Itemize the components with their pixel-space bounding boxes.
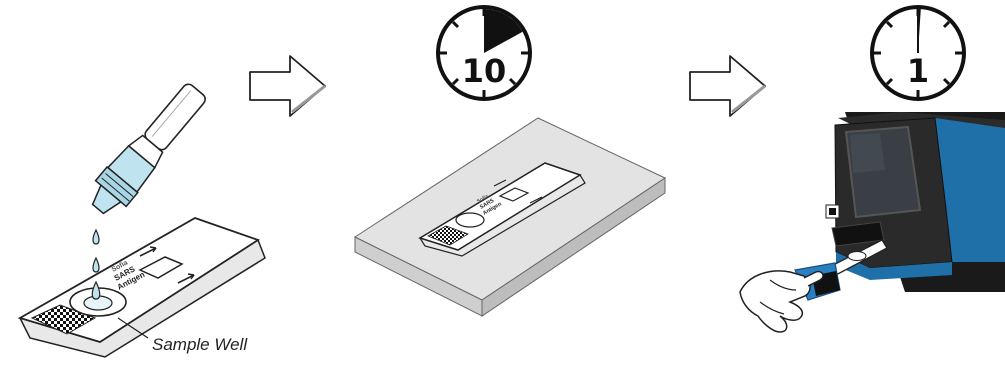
hand-icon bbox=[740, 271, 823, 332]
sample-well-label: Sample Well bbox=[152, 335, 248, 354]
timer-icon: 10 bbox=[438, 7, 530, 99]
step-1-apply-sample: Sofia SARS Antigen Sample Well bbox=[20, 77, 265, 357]
step-3-read: 1 bbox=[740, 7, 1005, 332]
step-2-incubate: 10 Sofia SARS Antigen bbox=[355, 7, 665, 316]
drop-icon bbox=[93, 230, 99, 244]
timer-minutes: 10 bbox=[462, 52, 507, 90]
drop-icon bbox=[93, 258, 99, 272]
timer-minutes: 1 bbox=[907, 52, 929, 90]
arrow-right-icon bbox=[250, 56, 325, 116]
dropper-icon bbox=[83, 77, 213, 221]
timer-icon: 1 bbox=[872, 7, 964, 99]
arrow-right-icon bbox=[690, 56, 765, 116]
